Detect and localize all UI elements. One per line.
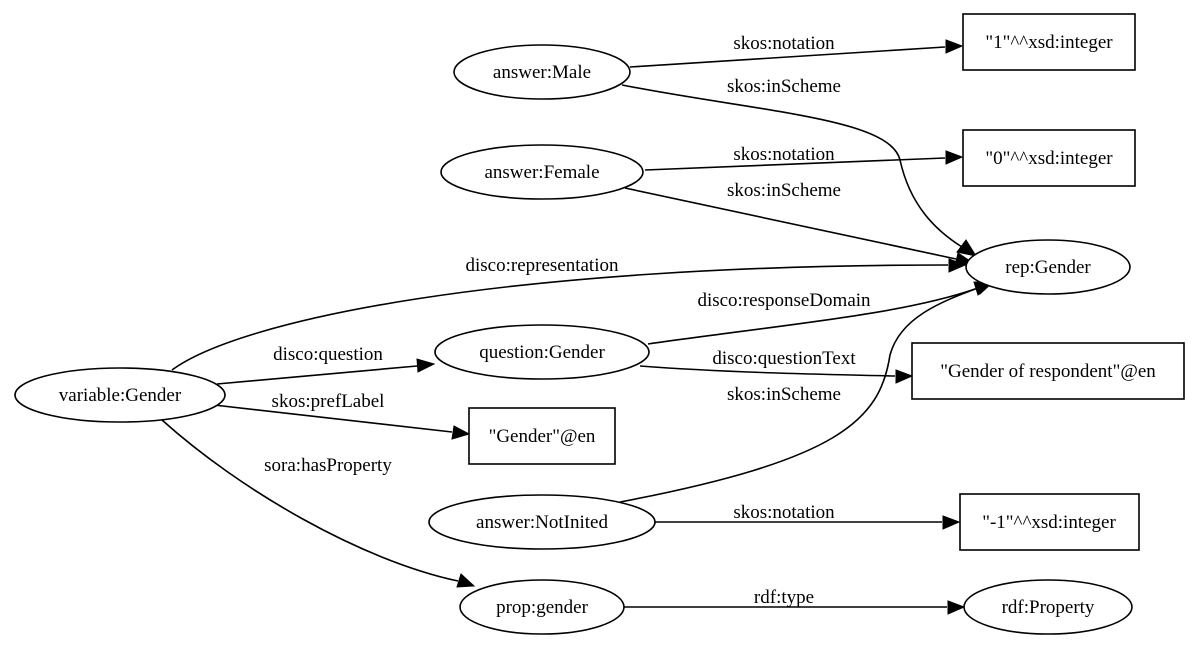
node-rdf-property[interactable]: rdf:Property: [963, 579, 1133, 635]
node-answer-male[interactable]: answer:Male: [453, 44, 631, 100]
node-answer-notinited[interactable]: answer:NotInited: [428, 494, 656, 550]
node-literal-gender-of-respondent-label: "Gender of respondent"@en: [940, 361, 1156, 382]
edge-label-variable-preflabel: skos:prefLabel: [272, 391, 385, 412]
node-literal-minus1[interactable]: "-1"^^xsd:integer: [959, 493, 1140, 551]
node-question-gender-label: question:Gender: [479, 342, 605, 363]
edge-label-male-notation: skos:notation: [733, 33, 835, 54]
node-answer-male-label: answer:Male: [493, 62, 591, 83]
edge-label-question-responsedomain: disco:responseDomain: [697, 290, 871, 311]
edge-female-notation: [644, 150, 964, 171]
node-literal-gender-en-label: "Gender"@en: [489, 426, 596, 447]
node-question-gender[interactable]: question:Gender: [434, 324, 650, 380]
edge-male-inscheme: [621, 84, 978, 257]
edge-label-notinited-notation: skos:notation: [733, 502, 835, 523]
node-literal-0-label: "0"^^xsd:integer: [985, 148, 1113, 169]
node-literal-gender-of-respondent[interactable]: "Gender of respondent"@en: [911, 342, 1185, 400]
edge-label-female-notation: skos:notation: [733, 144, 835, 165]
edge-label-variable-hasproperty: sora:hasProperty: [264, 455, 392, 476]
node-answer-notinited-label: answer:NotInited: [476, 512, 608, 533]
edge-label-question-questiontext: disco:questionText: [712, 348, 856, 369]
edge-variable-preflabel: [213, 404, 471, 440]
edge-male-notation: [629, 39, 964, 68]
node-variable-gender[interactable]: variable:Gender: [14, 367, 226, 423]
edge-label-variable-representation: disco:representation: [465, 255, 619, 276]
node-variable-gender-label: variable:Gender: [59, 385, 182, 406]
edge-label-variable-question: disco:question: [273, 344, 383, 365]
edge-label-male-inscheme: skos:inScheme: [727, 76, 841, 97]
edge-label-prop-type: rdf:type: [754, 587, 814, 608]
edge-label-female-inscheme: skos:inScheme: [727, 180, 841, 201]
node-rep-gender-label: rep:Gender: [1005, 257, 1091, 278]
edge-label-notinited-inscheme: skos:inScheme: [727, 384, 841, 405]
edge-variable-representation: [171, 258, 967, 371]
node-answer-female[interactable]: answer:Female: [440, 144, 644, 200]
node-literal-0[interactable]: "0"^^xsd:integer: [962, 129, 1136, 187]
edge-question-questiontext: [639, 365, 914, 384]
node-literal-1-label: "1"^^xsd:integer: [985, 32, 1113, 53]
node-rep-gender[interactable]: rep:Gender: [965, 239, 1131, 295]
node-literal-gender-en[interactable]: "Gender"@en: [468, 407, 616, 465]
edge-variable-hasproperty: [161, 419, 476, 588]
node-literal-minus1-label: "-1"^^xsd:integer: [982, 512, 1116, 533]
edge-variable-question: [216, 358, 436, 385]
node-prop-gender-label: prop:gender: [496, 597, 588, 618]
node-answer-female-label: answer:Female: [484, 162, 599, 183]
node-rdf-property-label: rdf:Property: [1002, 597, 1095, 618]
edge-prop-type: [624, 600, 966, 615]
edge-notinited-notation: [655, 515, 961, 530]
node-literal-1[interactable]: "1"^^xsd:integer: [962, 13, 1136, 71]
node-prop-gender[interactable]: prop:gender: [459, 579, 625, 635]
